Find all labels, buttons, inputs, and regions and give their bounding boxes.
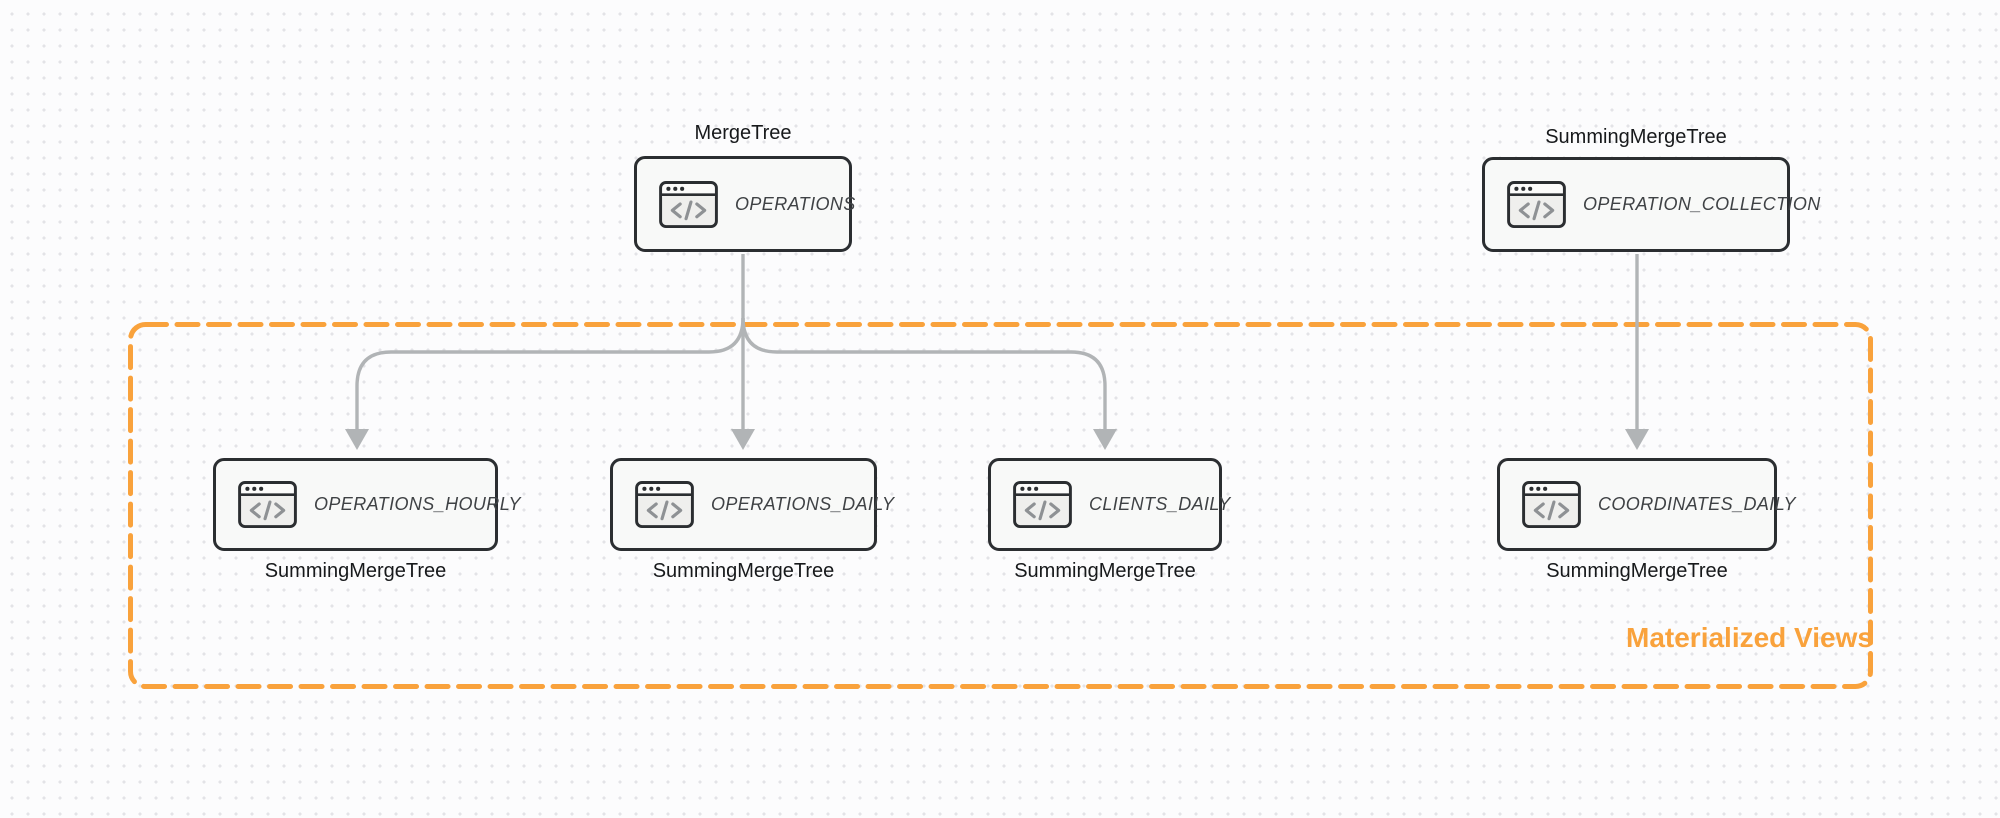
node-name: COORDINATES_DAILY — [1598, 494, 1796, 514]
node-name: CLIENTS_DAILY — [1089, 494, 1231, 514]
engine-label-operations: MergeTree — [694, 122, 792, 144]
node-operation-collection[interactable]: OPERATION_COLLECTION — [1482, 157, 1820, 252]
code-window-icon — [635, 481, 694, 528]
code-window-icon — [1013, 481, 1072, 528]
engine-label-coordinates-daily: SummingMergeTree — [1546, 560, 1728, 582]
engine-label-operations-daily: SummingMergeTree — [652, 560, 835, 582]
node-operations-daily[interactable]: OPERATIONS_DAILY — [610, 458, 894, 551]
node-clients-daily[interactable]: CLIENTS_DAILY — [988, 458, 1230, 551]
code-window-icon — [1507, 181, 1566, 228]
engine-label-operation-collection: SummingMergeTree — [1545, 126, 1727, 148]
node-name: OPERATION_COLLECTION — [1583, 194, 1821, 214]
arrowhead-operations-hourly — [345, 429, 369, 450]
node-name: OPERATIONS — [735, 193, 856, 214]
edge-operations-to-clients-daily — [741, 317, 1107, 431]
node-operations[interactable]: OPERATIONS — [634, 156, 855, 252]
arrowhead-operations-daily — [731, 429, 755, 450]
node-name: OPERATIONS_DAILY — [711, 494, 895, 514]
edge-lines — [355, 254, 1639, 431]
engine-label-clients-daily: SummingMergeTree — [1014, 560, 1196, 582]
code-window-icon — [238, 481, 297, 528]
arrowhead-coordinates-daily — [1625, 429, 1649, 450]
edge-operations-to-operations-hourly — [355, 317, 745, 431]
code-window-icon — [659, 181, 718, 228]
node-name: OPERATIONS_HOURLY — [314, 494, 521, 514]
node-operations-hourly[interactable]: OPERATIONS_HOURLY — [213, 458, 520, 551]
code-window-icon — [1522, 481, 1581, 528]
node-coordinates-daily[interactable]: COORDINATES_DAILY — [1497, 458, 1795, 551]
materialized-views-label: Materialized Views — [1626, 622, 1873, 653]
edge-arrowheads — [345, 429, 1649, 450]
engine-label-operations-hourly: SummingMergeTree — [264, 560, 447, 582]
arrowhead-clients-daily — [1093, 429, 1117, 450]
materialized-views-group-border — [128, 322, 1873, 689]
